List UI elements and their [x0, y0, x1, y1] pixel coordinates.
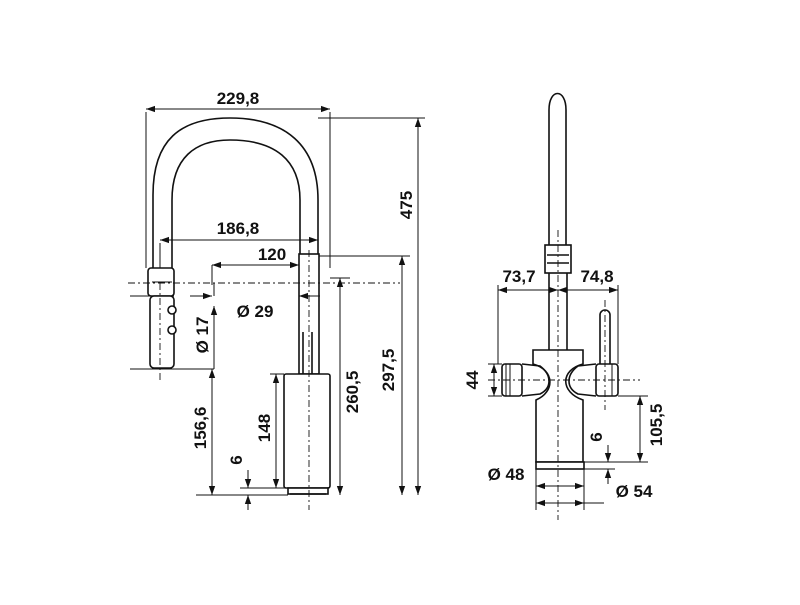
- label-width-spray: 186,8: [217, 219, 260, 238]
- label-width-overall: 229,8: [217, 89, 260, 108]
- faucet-base: [283, 373, 331, 489]
- label-diam-spray: Ø 29: [237, 302, 274, 321]
- label-handle-height: 44: [463, 370, 482, 389]
- front-base-plate: [535, 461, 585, 470]
- label-height-total: 475: [397, 191, 416, 219]
- label-diam-hose: Ø 17: [193, 317, 212, 354]
- hose-arch-inner: [171, 139, 301, 268]
- label-height-lever: 148: [255, 414, 274, 442]
- label-diam-base: Ø 54: [616, 482, 653, 501]
- label-height-spout: 297,5: [379, 349, 398, 392]
- label-diam-body: Ø 48: [488, 465, 525, 484]
- label-right-handle-height: 105,5: [647, 404, 666, 447]
- label-reach: 120: [258, 245, 286, 264]
- label-left-offset: 73,7: [502, 267, 535, 286]
- label-height-holder: 156,6: [191, 407, 210, 450]
- label-right-offset: 74,8: [580, 267, 613, 286]
- label-base-thickness: 6: [227, 455, 246, 464]
- front-view: 73,7 74,8 44 105,5 6 Ø 48 Ø 54: [463, 92, 666, 520]
- hose-arch: [152, 117, 319, 268]
- label-height-outlet: 260,5: [343, 371, 362, 414]
- label-front-base-thickness: 6: [587, 432, 606, 441]
- spray-button-icon: [167, 325, 177, 335]
- front-hose: [548, 92, 567, 245]
- spray-button-icon: [167, 305, 177, 315]
- side-view: 229,8 186,8 120 Ø 29 Ø 17 475 297,5 260,…: [128, 89, 425, 510]
- faucet-base-plate: [287, 487, 329, 495]
